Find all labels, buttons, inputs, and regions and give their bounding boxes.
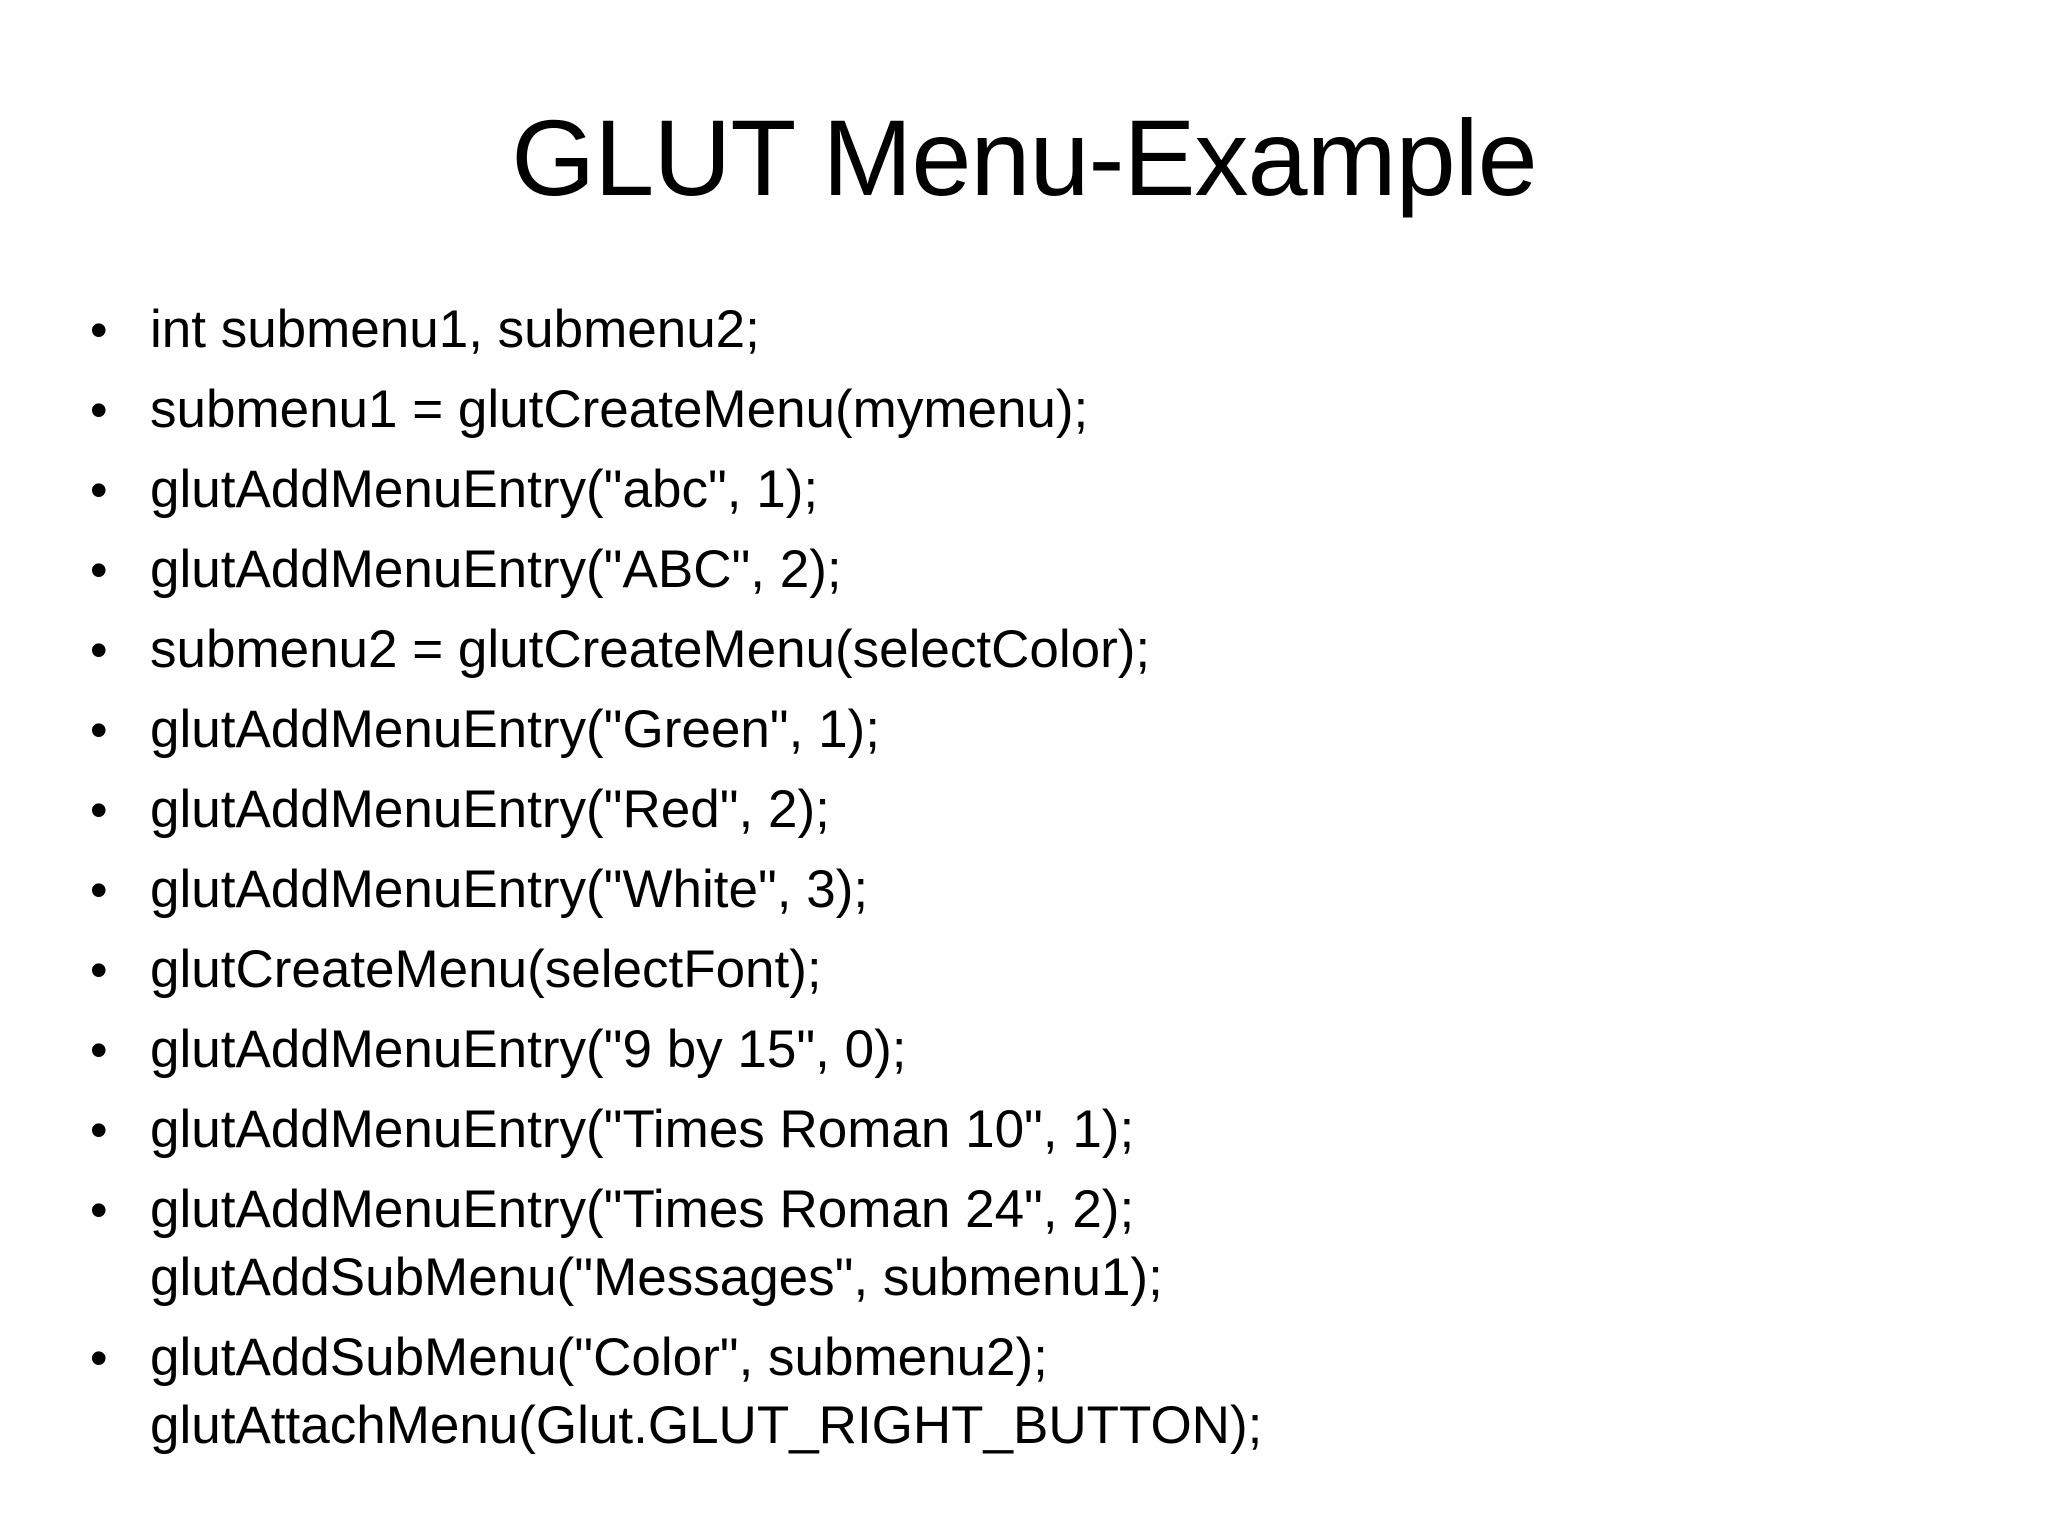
bullet-point-icon: • bbox=[90, 702, 108, 758]
list-item: • glutCreateMenu(selectFont); bbox=[78, 936, 1978, 1004]
bullet-point-icon: • bbox=[90, 382, 108, 438]
bullet-list: • int submenu1, submenu2; • submenu1 = g… bbox=[78, 296, 1978, 1472]
bullet-point-icon: • bbox=[90, 1022, 108, 1078]
list-item-text: glutAddMenuEntry("Times Roman 10", 1); bbox=[150, 1100, 1135, 1159]
list-item: • glutAddSubMenu("Color", submenu2); glu… bbox=[78, 1324, 1978, 1460]
list-item: • glutAddMenuEntry("Green", 1); bbox=[78, 696, 1978, 764]
bullet-point-icon: • bbox=[90, 782, 108, 838]
list-item: • glutAddMenuEntry("Red", 2); bbox=[78, 776, 1978, 844]
bullet-point-icon: • bbox=[90, 302, 108, 358]
list-item-text: glutCreateMenu(selectFont); bbox=[150, 940, 822, 999]
list-item-text: glutAddMenuEntry("Red", 2); bbox=[150, 780, 830, 839]
list-item-text: glutAddMenuEntry("Times Roman 24", 2); g… bbox=[150, 1180, 1163, 1307]
list-item: • glutAddMenuEntry("White", 3); bbox=[78, 856, 1978, 924]
bullet-point-icon: • bbox=[90, 1330, 108, 1386]
bullet-point-icon: • bbox=[90, 1182, 108, 1238]
bullet-point-icon: • bbox=[90, 1102, 108, 1158]
bullet-point-icon: • bbox=[90, 862, 108, 918]
list-item: • glutAddMenuEntry("Times Roman 24", 2);… bbox=[78, 1176, 1978, 1312]
list-item-text: glutAddMenuEntry("9 by 15", 0); bbox=[150, 1020, 907, 1079]
list-item-text: glutAddMenuEntry("ABC", 2); bbox=[150, 540, 842, 599]
list-item: • int submenu1, submenu2; bbox=[78, 296, 1978, 364]
bullet-point-icon: • bbox=[90, 622, 108, 678]
list-item-text: submenu2 = glutCreateMenu(selectColor); bbox=[150, 620, 1151, 679]
page-title: GLUT Menu-Example bbox=[511, 97, 1537, 218]
list-item: • glutAddMenuEntry("Times Roman 10", 1); bbox=[78, 1096, 1978, 1164]
list-item: • glutAddMenuEntry("ABC", 2); bbox=[78, 536, 1978, 604]
list-item: • glutAddMenuEntry("abc", 1); bbox=[78, 456, 1978, 524]
bullet-point-icon: • bbox=[90, 462, 108, 518]
list-item: • glutAddMenuEntry("9 by 15", 0); bbox=[78, 1016, 1978, 1084]
bullet-point-icon: • bbox=[90, 942, 108, 998]
list-item-text: submenu1 = glutCreateMenu(mymenu); bbox=[150, 380, 1089, 439]
bullet-point-icon: • bbox=[90, 542, 108, 598]
list-item-text: glutAddMenuEntry("abc", 1); bbox=[150, 460, 819, 519]
list-item-text: int submenu1, submenu2; bbox=[150, 300, 760, 359]
list-item-text: glutAddMenuEntry("White", 3); bbox=[150, 860, 869, 919]
list-item: • submenu1 = glutCreateMenu(mymenu); bbox=[78, 376, 1978, 444]
list-item-text: glutAddSubMenu("Color", submenu2); glutA… bbox=[150, 1328, 1263, 1455]
list-item-text: glutAddMenuEntry("Green", 1); bbox=[150, 700, 880, 759]
list-item: • submenu2 = glutCreateMenu(selectColor)… bbox=[78, 616, 1978, 684]
